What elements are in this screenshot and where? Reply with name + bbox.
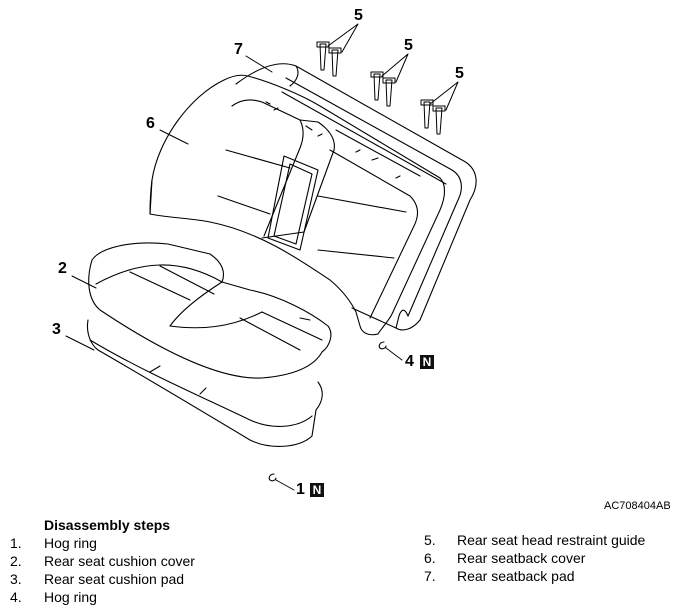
hog-ring-4-icon — [378, 341, 403, 361]
n-badge-1: N — [310, 483, 324, 497]
list-item: 3. Rear seat cushion pad — [10, 571, 310, 588]
rear-seatback-cover — [149, 74, 446, 336]
step-label: Hog ring — [44, 589, 97, 605]
figure-code: AC708404AB — [604, 500, 671, 512]
step-label: Rear seatback pad — [457, 568, 575, 584]
step-number: 2. — [10, 553, 22, 569]
leader-lines — [65, 23, 459, 351]
steps-title: Disassembly steps — [44, 517, 171, 533]
step-number: 3. — [10, 571, 22, 587]
list-item: 1. Hog ring — [10, 535, 310, 552]
callout-6: 6 — [146, 115, 155, 132]
step-label: Rear seatback cover — [457, 550, 586, 566]
callout-5-a: 5 — [354, 7, 363, 24]
callout-4: 4 — [405, 353, 414, 370]
step-number: 6. — [424, 550, 436, 566]
callout-7: 7 — [234, 41, 243, 58]
n-badge-4: N — [420, 355, 434, 369]
seat-exploded-diagram — [65, 23, 477, 491]
list-item: 2. Rear seat cushion cover — [10, 553, 310, 570]
step-number: 4. — [10, 589, 22, 605]
step-number: 7. — [424, 568, 436, 584]
head-restraint-guides — [316, 41, 446, 135]
step-label: Rear seat cushion cover — [44, 553, 195, 569]
list-item: 6. Rear seatback cover — [424, 550, 679, 567]
list-item: 5. Rear seat head restraint guide — [424, 532, 679, 549]
step-number: 1. — [10, 535, 22, 551]
step-number: 5. — [424, 532, 436, 548]
rear-seat-cushion-pad — [86, 319, 323, 447]
callout-5-b: 5 — [404, 37, 413, 54]
callout-3: 3 — [52, 321, 61, 338]
rear-seatback-pad — [235, 63, 477, 331]
callout-2: 2 — [58, 260, 67, 277]
rear-seat-cushion-cover — [88, 242, 332, 379]
step-label: Hog ring — [44, 535, 97, 551]
callout-1: 1 — [296, 481, 305, 498]
step-label: Rear seat cushion pad — [44, 571, 185, 587]
callout-5-c: 5 — [455, 65, 464, 82]
step-label: Rear seat head restraint guide — [457, 532, 646, 548]
list-item: 7. Rear seatback pad — [424, 568, 679, 585]
hog-ring-1-icon — [268, 473, 295, 491]
list-item: 4. Hog ring — [10, 589, 310, 606]
